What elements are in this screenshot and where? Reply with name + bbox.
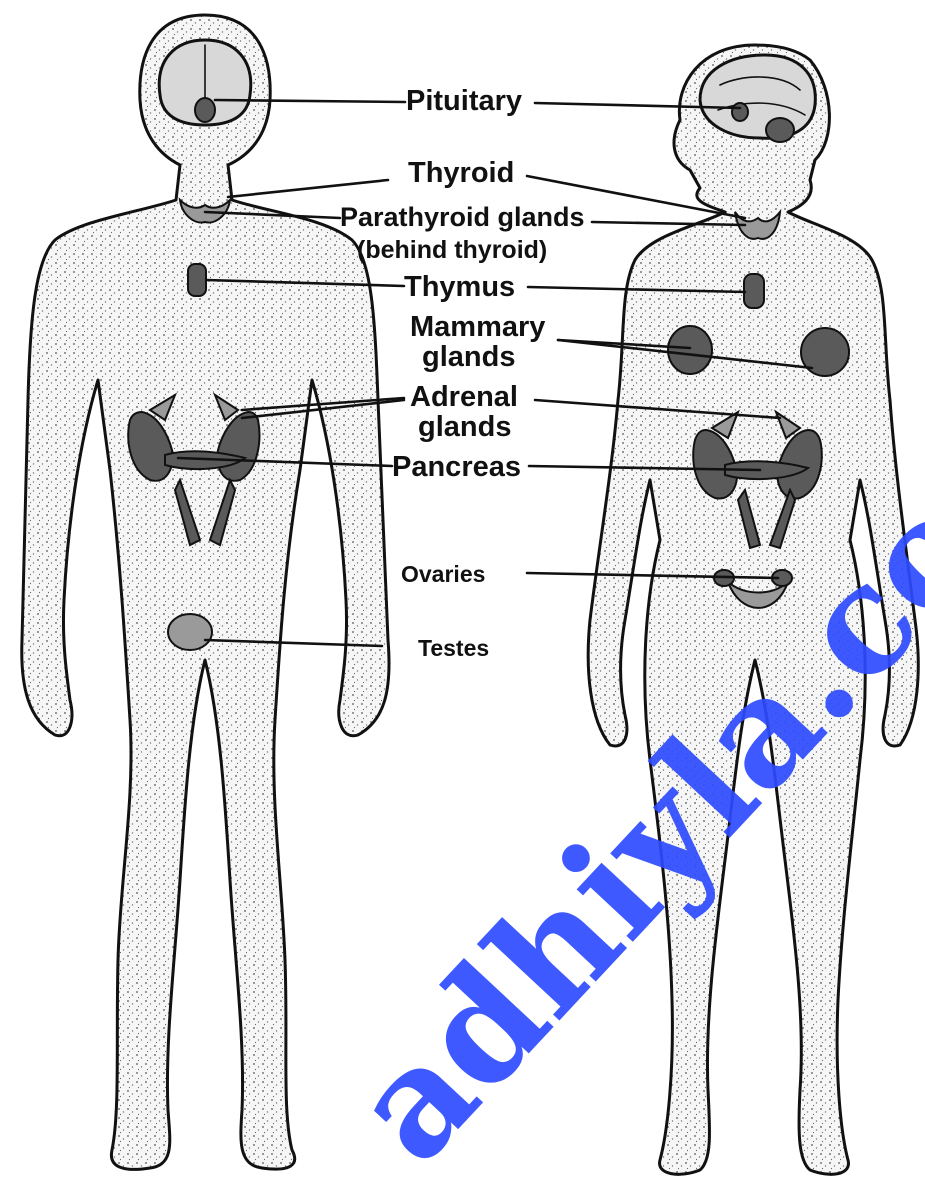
- label-pituitary: Pituitary: [406, 85, 522, 117]
- female-mammary-left: [668, 326, 712, 374]
- male-body-outline: [22, 15, 389, 1169]
- label-adrenal-2: glands: [418, 411, 511, 443]
- female-brain: [700, 55, 815, 138]
- label-thyroid: Thyroid: [408, 157, 514, 189]
- male-figure: [22, 15, 389, 1169]
- label-mammary-2: glands: [422, 341, 515, 373]
- label-parathyroid-note: (behind thyroid): [357, 236, 547, 264]
- male-pituitary: [195, 98, 215, 122]
- female-thymus: [744, 274, 764, 308]
- label-pancreas: Pancreas: [392, 451, 521, 483]
- label-thymus: Thymus: [404, 271, 515, 303]
- label-mammary-1: Mammary: [410, 311, 545, 343]
- label-adrenal-1: Adrenal: [410, 381, 518, 413]
- label-parathyroid: Parathyroid glands: [340, 202, 585, 232]
- label-ovaries: Ovaries: [401, 561, 485, 587]
- female-cerebellum: [766, 118, 794, 142]
- male-testes: [168, 614, 212, 650]
- label-testes: Testes: [418, 635, 489, 661]
- female-pituitary: [732, 103, 748, 121]
- leader-thyroid-male: [228, 180, 388, 197]
- male-thymus: [188, 264, 206, 296]
